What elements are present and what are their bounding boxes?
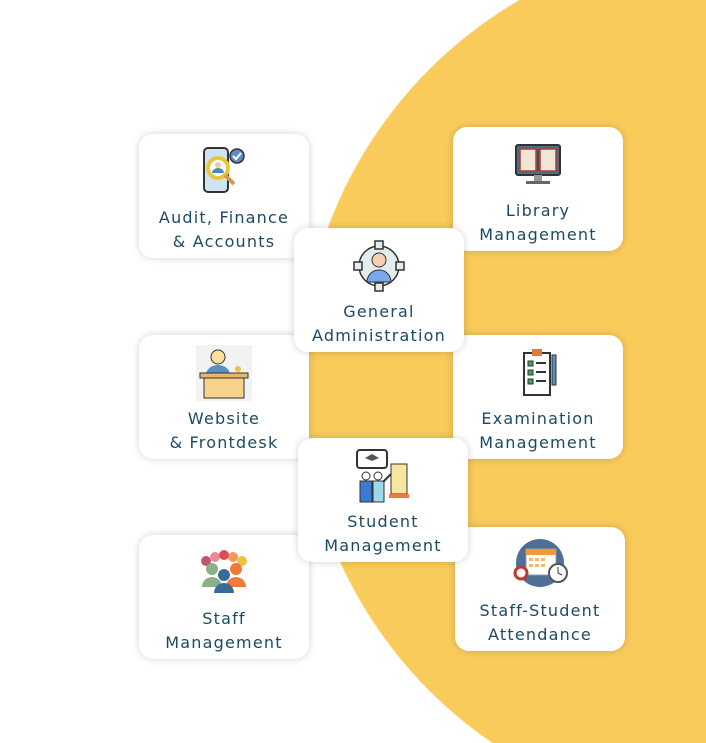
module-label: Staff Management bbox=[165, 609, 283, 652]
module-label: General Administration bbox=[312, 302, 446, 345]
module-label: Audit, Finance & Accounts bbox=[158, 208, 290, 251]
module-label: Website & Frontdesk bbox=[169, 409, 279, 452]
module-label: Student Management bbox=[324, 512, 442, 555]
module-card-staff[interactable]: Staff Management bbox=[139, 535, 309, 659]
audit-search-icon bbox=[203, 147, 245, 193]
module-card-examination[interactable]: Examination Management bbox=[453, 335, 623, 459]
staff-group-icon bbox=[201, 550, 247, 593]
attendance-calendar-icon bbox=[513, 539, 568, 587]
module-label: Staff-Student Attendance bbox=[479, 601, 601, 644]
module-label: Library Management bbox=[479, 201, 597, 244]
exam-checklist-icon bbox=[523, 349, 557, 396]
module-card-website[interactable]: Website & Frontdesk bbox=[139, 335, 309, 459]
frontdesk-icon bbox=[196, 345, 252, 401]
student-teacher-icon bbox=[356, 449, 409, 503]
module-card-library[interactable]: Library Management bbox=[453, 127, 623, 251]
module-card-general-administration[interactable]: General Administration bbox=[294, 228, 464, 352]
module-card-attendance[interactable]: Staff-Student Attendance bbox=[455, 527, 625, 651]
library-book-icon bbox=[515, 144, 561, 184]
admin-gear-icon bbox=[353, 240, 405, 292]
module-card-audit[interactable]: Audit, Finance & Accounts bbox=[139, 134, 309, 258]
module-label: Examination Management bbox=[479, 409, 597, 452]
module-card-student[interactable]: Student Management bbox=[298, 438, 468, 562]
